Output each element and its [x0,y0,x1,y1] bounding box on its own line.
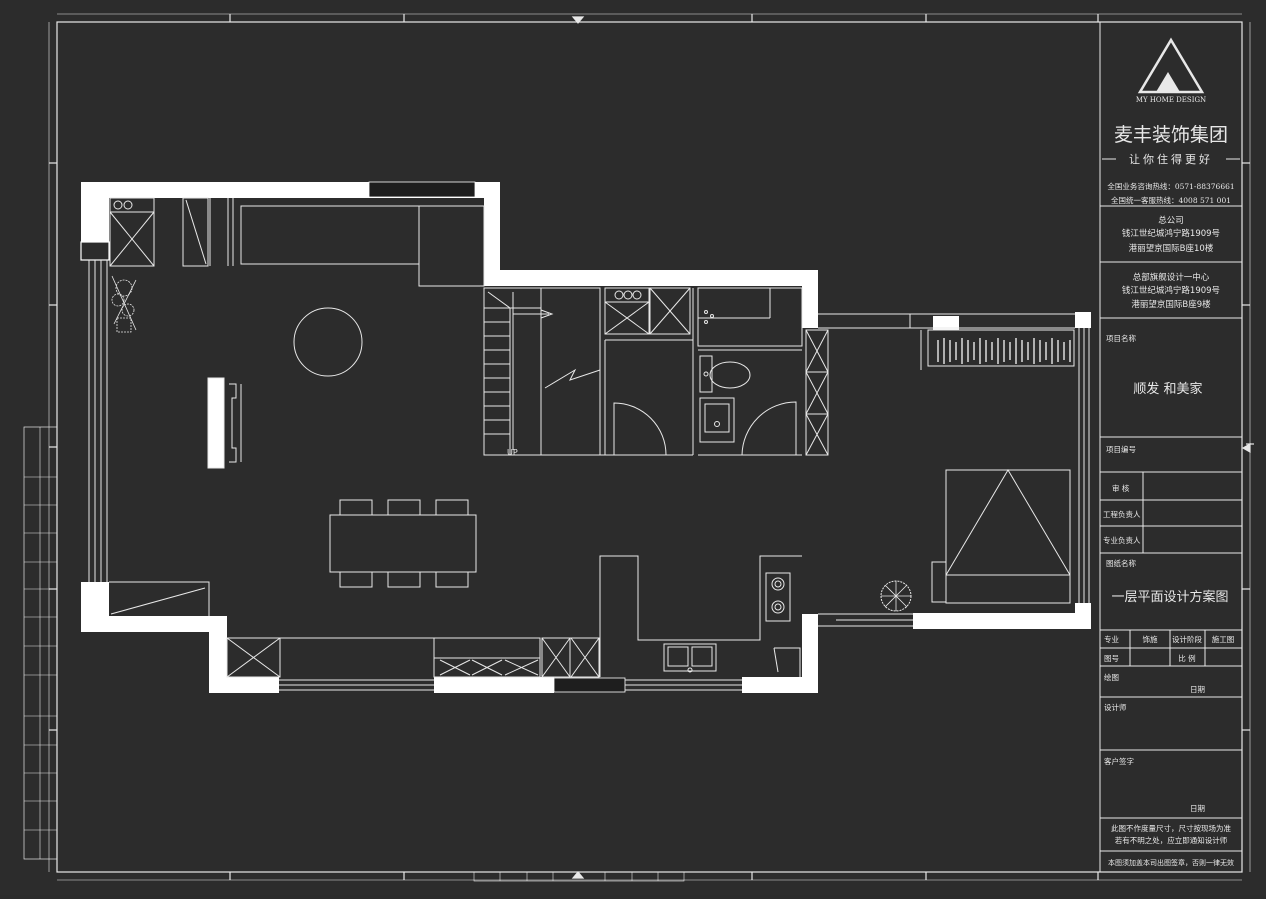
stair-up-label: UP [507,448,518,457]
sheet-frame [23,13,1254,882]
note-line-1: 此图不作度量尺寸，尺寸按现场为准 [1111,823,1231,833]
wall-opening [553,677,626,693]
project-no-label: 项目编号 [1106,444,1136,454]
drafter-label: 绘图 [1104,672,1119,682]
logo-text: MY HOME DESIGN [1136,96,1206,104]
floor-plan: UP [80,181,1091,693]
hotline-2: 全国统一客服热线：4008 571 001 [1111,195,1231,205]
hq-line-2: 港丽望京国际B座10楼 [1129,243,1214,254]
stage-value: 施工图 [1212,634,1235,644]
fixtures [109,197,1075,678]
major-label: 专业 [1104,634,1120,644]
stage-label: 设计阶段 [1172,634,1202,644]
specialist-label: 专业负责人 [1103,535,1141,545]
bottom-window [279,679,742,691]
hq-line-1: 钱江世纪城鸿宁路1909号 [1122,228,1220,239]
plant-icon [111,275,137,333]
date-label-2: 日期 [1190,804,1205,813]
wall-opening [368,181,476,198]
review-label: 审 核 [1112,483,1130,493]
client-sign-label: 客户签字 [1104,756,1134,766]
major-value: 饰施 [1143,634,1159,644]
drawing-no-label: 图号 [1104,654,1119,663]
drawing-name-label: 图纸名称 [1106,558,1136,568]
center-line-2: 港丽望京国际B座9楼 [1131,299,1211,310]
title-block-text: MY HOME DESIGN 麦丰装饰集团 让你住得更好 全国业务咨询热线：05… [1103,96,1235,867]
hq-title: 总公司 [1158,215,1184,226]
project-name-label: 项目名称 [1106,333,1136,343]
designer-label: 设计师 [1104,702,1127,712]
engineer-label: 工程负责人 [1103,509,1141,519]
scale-label: 比 例 [1178,653,1195,663]
center-title: 总部旗舰设计一中心 [1133,272,1210,283]
company-name: 麦丰装饰集团 [1114,124,1228,146]
note-line-2: 若有不明之处，应立即通知设计师 [1115,835,1228,845]
title-block [1099,22,1242,872]
center-line-1: 钱江世纪城鸿宁路1909号 [1122,285,1220,296]
drawing-name: 一层平面设计方案图 [1111,589,1228,605]
hotline-1: 全国业务咨询热线：0571-88376661 [1107,181,1234,191]
footer-note: 本图须加盖本司出图签章，否则一律无效 [1108,858,1234,867]
date-label-1: 日期 [1190,685,1205,694]
slogan: 让你住得更好 [1129,152,1213,166]
project-name: 顺发 和美家 [1133,381,1202,397]
left-window [88,260,108,582]
